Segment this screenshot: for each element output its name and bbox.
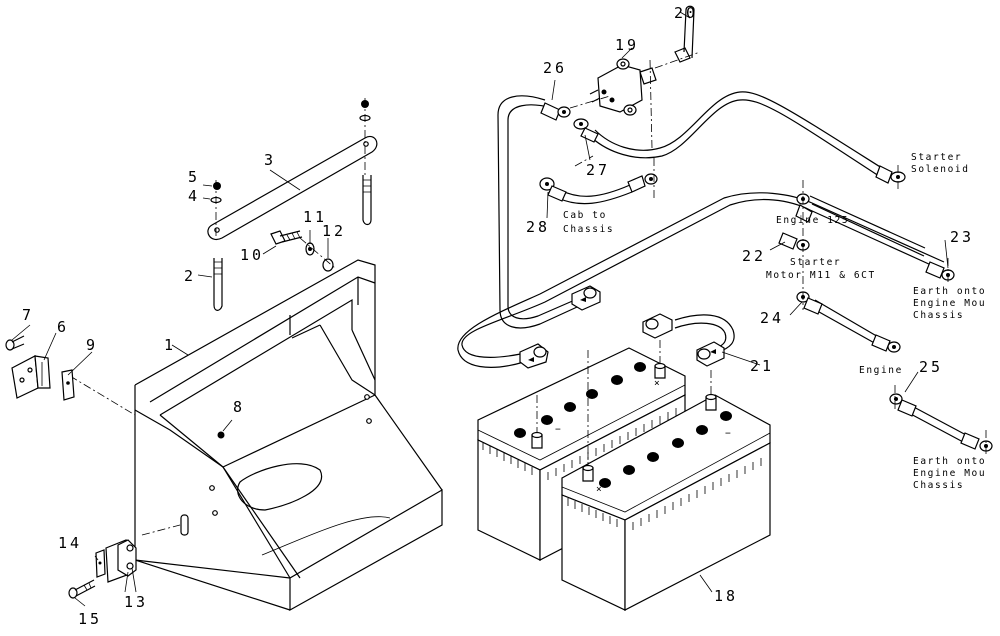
spacer-14 [95, 549, 106, 578]
lug-28-left [539, 177, 567, 202]
battery-leader [699, 574, 713, 593]
cable-long-loop [497, 95, 589, 329]
label-earth-lower-line2: Engine Mou [913, 468, 986, 479]
label-starter-motor-line1: Starter [790, 257, 841, 268]
battery-rear-pos-symbol: × [654, 378, 661, 389]
part-number-8: 8 [233, 398, 245, 416]
battery-front [561, 394, 771, 611]
lug-23 [925, 261, 955, 281]
part-number-6: 6 [57, 318, 69, 336]
box-leader-lines [69, 344, 189, 536]
part-number-11: 11 [303, 208, 327, 226]
nut-washer-5-4 [210, 180, 222, 240]
part-number-15: 15 [78, 610, 102, 628]
label-earth-upper-line3: Chassis [913, 310, 964, 321]
part-number-24: 24 [760, 309, 784, 327]
lug-engine-mid [871, 334, 901, 353]
part-number-9: 9 [86, 336, 98, 354]
lug-starter-solenoid [875, 165, 906, 184]
lug-earth-lower [960, 432, 993, 452]
lug-28-right [627, 173, 658, 193]
part-number-25: 25 [919, 358, 943, 376]
lug-26 [540, 102, 571, 121]
battery-front-pos-symbol: × [596, 484, 603, 495]
plate-9 [61, 369, 75, 401]
battery-clamp-rear-left [519, 343, 549, 369]
part-number-5: 5 [188, 168, 200, 186]
label-engine-mid: Engine [859, 365, 903, 376]
leader-lines [11, 11, 949, 607]
battery-front-neg-symbol: − [725, 428, 732, 439]
part-number-13: 13 [124, 593, 148, 611]
part-number-21: 21 [750, 357, 774, 375]
cable-starter-solenoid [591, 91, 886, 179]
lug-25 [889, 393, 917, 417]
part-number-18: 18 [714, 587, 738, 605]
battery-rear-neg-symbol: − [555, 424, 562, 435]
label-earth-upper-line1: Earth onto [913, 286, 986, 297]
battery-clamp-mid [571, 285, 601, 311]
nut-washer-right [359, 98, 371, 175]
label-starter-solenoid-line1: Starter [911, 152, 962, 163]
cable-engine-mid [811, 299, 881, 346]
solenoid-axis [569, 95, 611, 109]
part-number-12: 12 [322, 222, 346, 240]
part-number-7: 7 [22, 306, 34, 324]
part-number-4: 4 [188, 187, 200, 205]
cable-loop-lower [457, 192, 945, 368]
cable-earth-lower [906, 404, 969, 444]
bolt-10-11-12 [270, 230, 336, 272]
cable-engine-125 [809, 195, 926, 257]
bolt-8 [217, 419, 233, 439]
part-number-20: 20 [674, 4, 698, 22]
part-number-2: 2 [184, 267, 196, 285]
hold-down-strap [207, 135, 378, 240]
hinge-bracket [11, 355, 51, 399]
part-number-1: 1 [164, 336, 176, 354]
label-starter-solenoid-line2: Solenoid [911, 164, 970, 175]
part-number-3: 3 [264, 151, 276, 169]
part-number-14: 14 [58, 534, 82, 552]
part-number-19: 19 [615, 36, 639, 54]
battery-caps [514, 362, 732, 488]
label-earth-lower-line3: Chassis [913, 480, 964, 491]
solenoid-vertical-axis [649, 59, 653, 149]
j-rod-left [213, 258, 223, 311]
part-number-22: 22 [742, 247, 766, 265]
clamp-13 [105, 539, 137, 583]
bolt-15 [68, 579, 96, 599]
label-earth-upper-line2: Engine Mou [913, 298, 986, 309]
cab-lug-axis [574, 155, 594, 167]
label-starter-motor-line2: Motor M11 & 6CT [766, 270, 876, 281]
label-engine-125: Engine 125 [776, 215, 849, 226]
label-cab-chassis-line1: Cab to [563, 210, 607, 221]
cable-cab-chassis [557, 184, 633, 205]
lug-22 [778, 232, 810, 251]
part-number-23: 23 [950, 228, 974, 246]
lever-20 [654, 5, 701, 69]
part-number-10: 10 [240, 246, 264, 264]
j-rod-right [362, 175, 372, 226]
part-number-26: 26 [543, 59, 567, 77]
battery-clamp-rear-right [642, 313, 673, 339]
part-number-27: 27 [586, 161, 610, 179]
lug-24 [796, 291, 823, 315]
battery-clamp-front [696, 341, 725, 367]
starter-solenoid [589, 58, 657, 116]
pin-7 [5, 335, 25, 351]
lug-27 [573, 118, 599, 143]
battery-terminals [531, 362, 717, 482]
label-cab-chassis-line2: Chassis [563, 224, 614, 235]
part-number-28: 28 [526, 218, 550, 236]
label-earth-lower-line1: Earth onto [913, 456, 986, 467]
battery-box [134, 259, 443, 612]
